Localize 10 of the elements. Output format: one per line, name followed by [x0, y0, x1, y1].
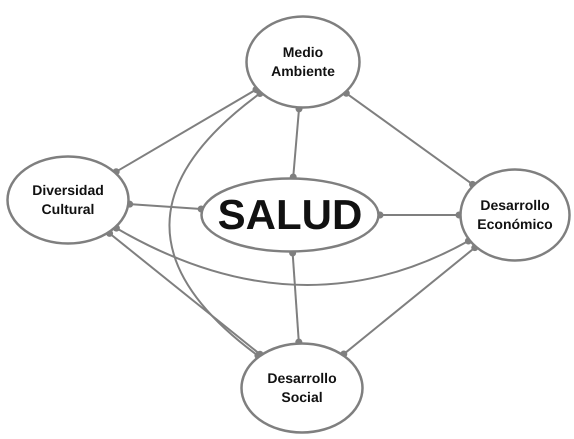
node-label: Medio Ambiente: [270, 43, 336, 81]
node-label: Diversidad Cultural: [31, 181, 105, 219]
connector-line: [340, 244, 478, 358]
node-label: Desarrollo Económico: [476, 196, 554, 234]
node-label: Desarrollo Social: [266, 369, 338, 407]
connector-line: [112, 224, 472, 286]
connector-line: [112, 86, 260, 176]
node-label: SALUD: [218, 194, 362, 236]
connector-line: [342, 90, 476, 188]
connector-line: [168, 90, 264, 360]
